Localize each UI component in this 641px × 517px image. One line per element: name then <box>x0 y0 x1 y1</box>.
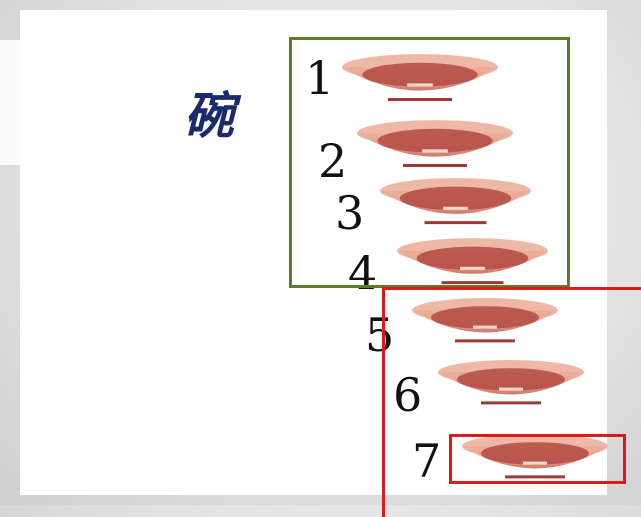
green-group-frame <box>289 37 570 288</box>
highlight-frame-bowl-7 <box>449 434 626 484</box>
title-character: 碗 <box>184 76 234 148</box>
